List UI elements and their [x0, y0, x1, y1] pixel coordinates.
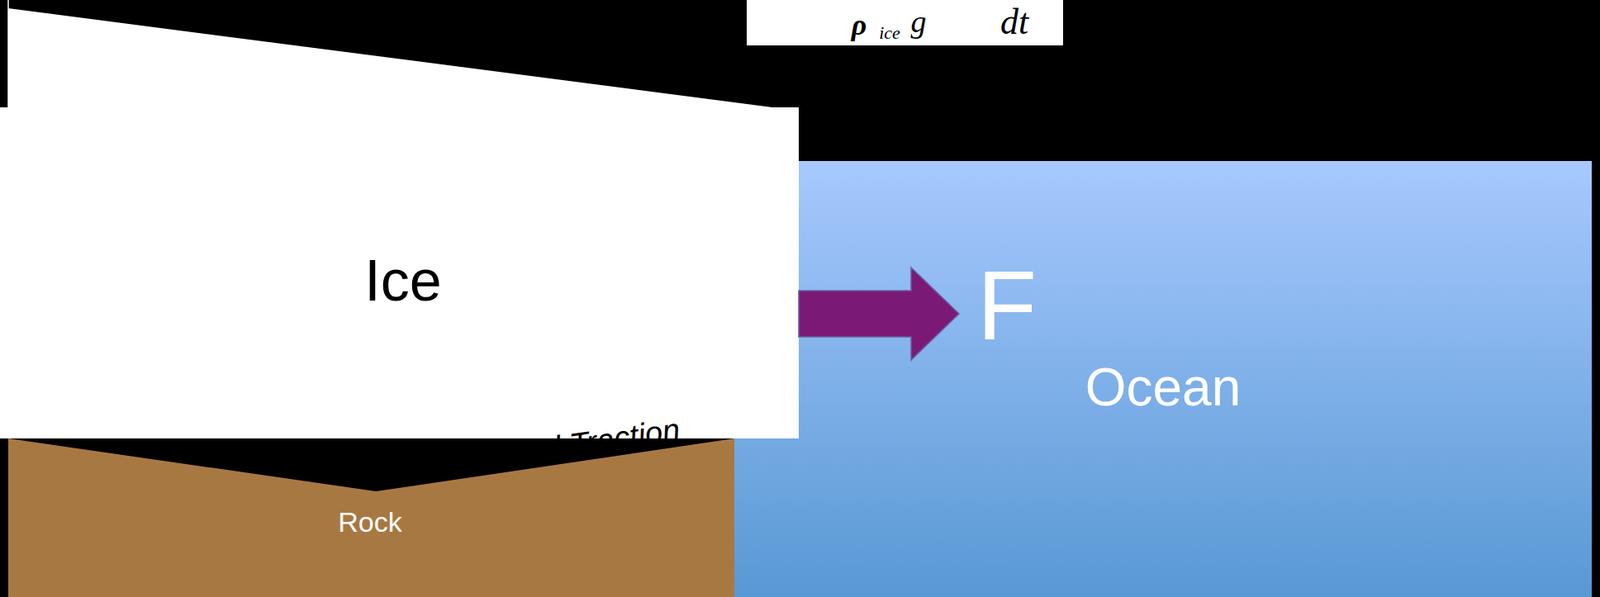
ice-shape: Ice — [0, 0, 799, 439]
force-label: F — [977, 256, 1037, 355]
formula-denominator: dt — [1000, 4, 1029, 41]
formula-symbol: ρ — [851, 9, 868, 40]
force-arrow — [798, 267, 960, 361]
region-label: Rock — [337, 508, 402, 537]
region-label: Ocean — [1085, 360, 1242, 414]
formula-symbol: g — [911, 5, 927, 38]
formula-box — [746, 0, 1064, 46]
formula-subscript: ice — [878, 23, 901, 43]
region-label: Ice — [364, 251, 442, 310]
ocean-region: Ocean — [734, 161, 1592, 597]
ice-shape-outline — [0, 0, 799, 439]
rock-layer: Rock — [0, 438, 735, 597]
